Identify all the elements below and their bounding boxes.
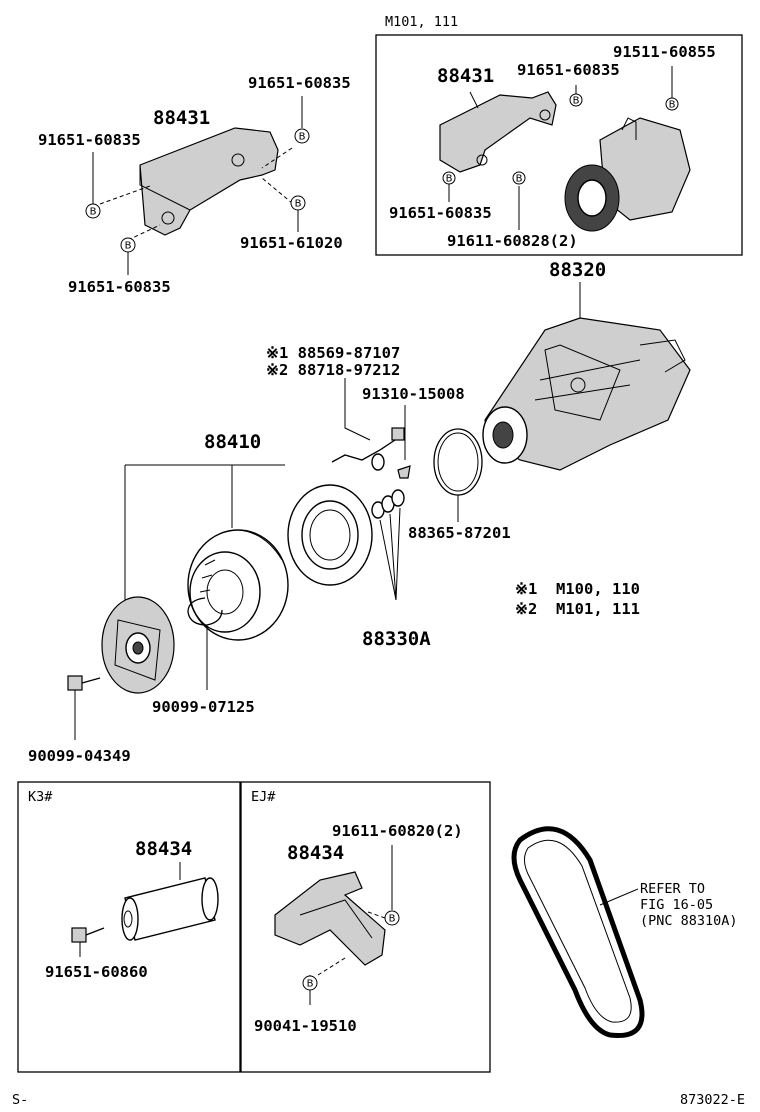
- valve-part: [397, 465, 411, 479]
- inset-m101-frame: [375, 34, 743, 256]
- legend-1-mark: ※1: [515, 580, 537, 598]
- label-90099-04349: 90099-04349: [28, 747, 131, 765]
- label-91651-60860: 91651-60860: [45, 963, 148, 981]
- belt-outline-inner: [524, 839, 632, 1023]
- bracket-88434: [274, 871, 386, 966]
- svg-text:B: B: [573, 96, 580, 107]
- label-88365-87201: 88365-87201: [408, 524, 511, 542]
- bolt-marker-b: B: [120, 237, 136, 253]
- label-88434-k3: 88434: [135, 838, 192, 860]
- bracket-88431-inset: [439, 91, 557, 173]
- bolt-marker-b: B: [442, 171, 456, 185]
- coil-lead-wire: [331, 439, 396, 463]
- bracket-hole: [231, 153, 245, 167]
- connector: [391, 427, 405, 441]
- pulley-hub-inset: [577, 179, 607, 217]
- svg-text:B: B: [389, 914, 396, 925]
- bolt-marker-b: B: [665, 97, 679, 111]
- snap-ring: [187, 597, 223, 626]
- upper-left-bracket-group: 91651-60835 88431 91651-60835 91651-6102…: [38, 74, 351, 296]
- label-91651-60835-ul-left: 91651-60835: [38, 131, 141, 149]
- bolt-marker-b: B: [290, 195, 306, 211]
- label-88320: 88320: [549, 259, 606, 281]
- inset-k3: K3# 88434 91651-60860: [17, 781, 241, 1073]
- bracket-88431: [139, 127, 279, 236]
- bolt-marker-b: B: [294, 128, 310, 144]
- label-91651-60835-inset-top: 91651-60835: [517, 61, 620, 79]
- o-ring: [433, 428, 483, 496]
- label-91310-15008: 91310-15008: [362, 385, 465, 403]
- label-91651-60835-inset-bottom: 91651-60835: [389, 204, 492, 222]
- bolt-marker-b: B: [512, 171, 526, 185]
- inset-ej: EJ# 91611-60820(2) 88434 B B 90041-19510: [240, 781, 491, 1073]
- label-90099-07125: 90099-07125: [152, 698, 255, 716]
- legend-2-text: M101, 111: [556, 600, 640, 618]
- svg-text:B: B: [516, 174, 523, 185]
- footer-right: 873022-E: [680, 1092, 745, 1108]
- inset-m101: M101, 111 88431 91651-60835 91511-60855 …: [375, 14, 743, 256]
- legend-1-text: M100, 110: [556, 580, 640, 598]
- compressor-assembly: 88320 88365-87201 ※1 88569-87107 ※2 8871…: [28, 259, 691, 765]
- belt-outline-outer: [511, 826, 645, 1039]
- label-91611-60820: 91611-60820(2): [332, 822, 463, 840]
- hex-bolt: [67, 675, 83, 691]
- svg-text:B: B: [446, 174, 453, 185]
- svg-text:B: B: [295, 199, 302, 210]
- label-88434-ej: 88434: [287, 842, 344, 864]
- drive-belt: REFER TO FIG 16-05 (PNC 88310A): [511, 826, 738, 1039]
- label-88431-ul: 88431: [153, 107, 210, 129]
- inset-ej-title: EJ#: [251, 789, 276, 805]
- svg-text:B: B: [307, 979, 314, 990]
- label-88410: 88410: [204, 431, 261, 453]
- bracket-hole: [539, 109, 551, 121]
- svg-text:B: B: [669, 100, 676, 111]
- label-91651-60835-ul-top: 91651-60835: [248, 74, 351, 92]
- bracket-hole: [476, 154, 488, 166]
- label-90041-19510: 90041-19510: [254, 1017, 357, 1035]
- label-88330A: 88330A: [362, 628, 431, 650]
- bolt-marker-b: B: [85, 203, 101, 219]
- label-88431-inset: 88431: [437, 65, 494, 87]
- compressor-shaft: [492, 421, 514, 449]
- label-91611-60828: 91611-60828(2): [447, 232, 578, 250]
- inset-k3-frame: [17, 781, 241, 1073]
- bracket-hole: [161, 211, 175, 225]
- footer-left: S-: [12, 1092, 28, 1108]
- bolt-marker-b: B: [384, 910, 400, 926]
- cylinder-88434: [124, 877, 216, 941]
- belt-ref-line1: REFER TO: [640, 881, 705, 897]
- belt-ref-line2: FIG 16-05: [640, 897, 713, 913]
- belt-ref-line3: (PNC 88310A): [640, 913, 738, 929]
- shim: [391, 489, 405, 507]
- svg-text:B: B: [90, 207, 97, 218]
- svg-text:B: B: [299, 132, 306, 143]
- label-91651-61020: 91651-61020: [240, 234, 343, 252]
- bolt-marker-b: B: [569, 93, 583, 107]
- inset-k3-title: K3#: [28, 789, 53, 805]
- label-91651-60835-ul-bottom: 91651-60835: [68, 278, 171, 296]
- inset-m101-title: M101, 111: [385, 14, 458, 30]
- bolt-marker-b: B: [302, 975, 318, 991]
- hex-bolt-k3: [71, 927, 87, 943]
- inset-ej-frame: [240, 781, 491, 1073]
- kit-note-2: ※2 88718-97212: [266, 361, 400, 379]
- kit-note-1: ※1 88569-87107: [266, 344, 400, 362]
- label-91511-60855: 91511-60855: [613, 43, 716, 61]
- svg-text:B: B: [125, 241, 132, 252]
- legend-2-mark: ※2: [515, 600, 537, 618]
